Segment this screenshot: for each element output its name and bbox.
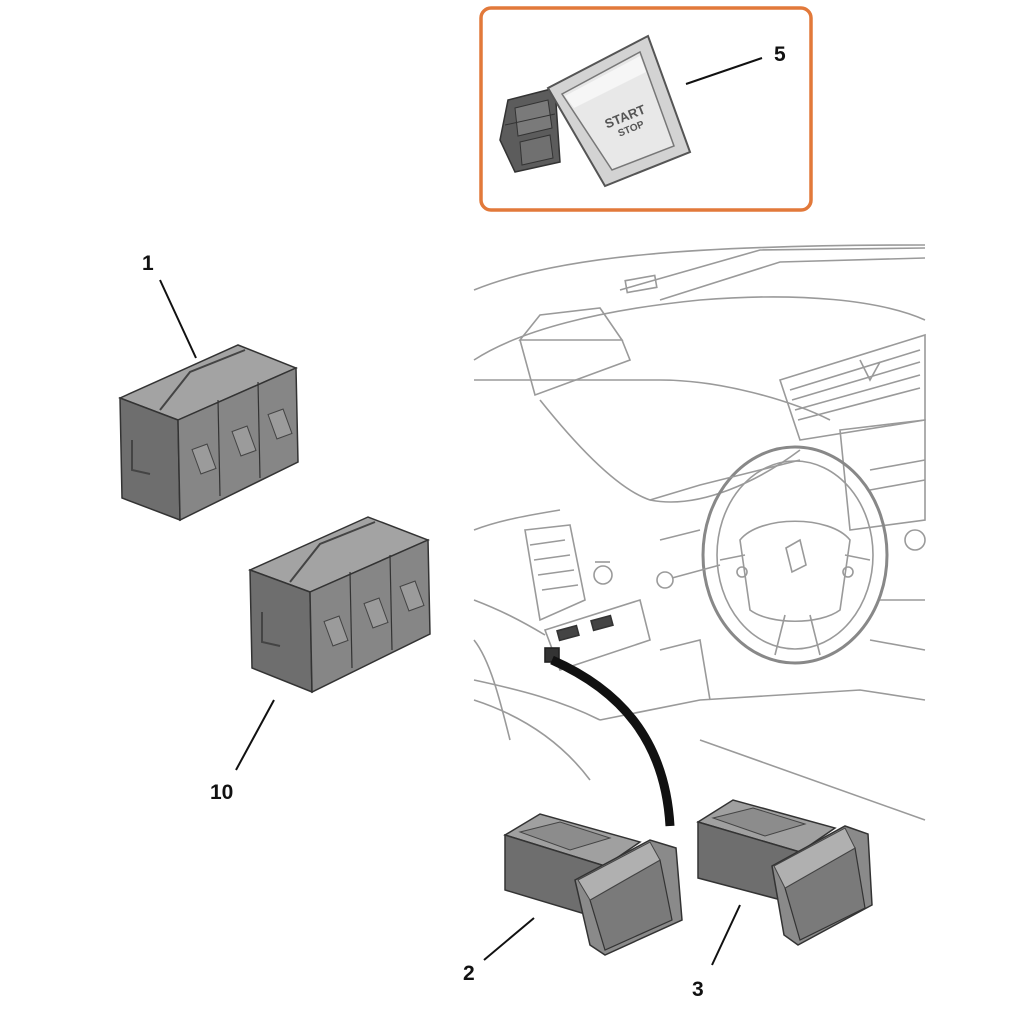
part-10-switch-block	[248, 516, 431, 694]
leader-line-1	[159, 279, 197, 359]
callout-10: 10	[210, 781, 234, 804]
part-5-start-stop-button: START STOP	[499, 34, 692, 188]
part-3-push-switch	[696, 799, 873, 946]
leader-line-10	[235, 699, 275, 771]
callout-1: 1	[142, 252, 154, 275]
leader-line-5	[685, 57, 763, 85]
callout-3: 3	[692, 978, 704, 1001]
part-2-push-switch	[503, 813, 683, 956]
highlight-frame	[479, 6, 813, 212]
dashboard-illustration	[473, 244, 926, 821]
callout-2: 2	[463, 962, 475, 985]
part-1-switch-block	[118, 344, 299, 522]
callout-5: 5	[774, 43, 786, 66]
leader-line-3	[711, 904, 741, 966]
location-pointer-arrow	[550, 655, 675, 827]
leader-line-2	[483, 917, 535, 961]
